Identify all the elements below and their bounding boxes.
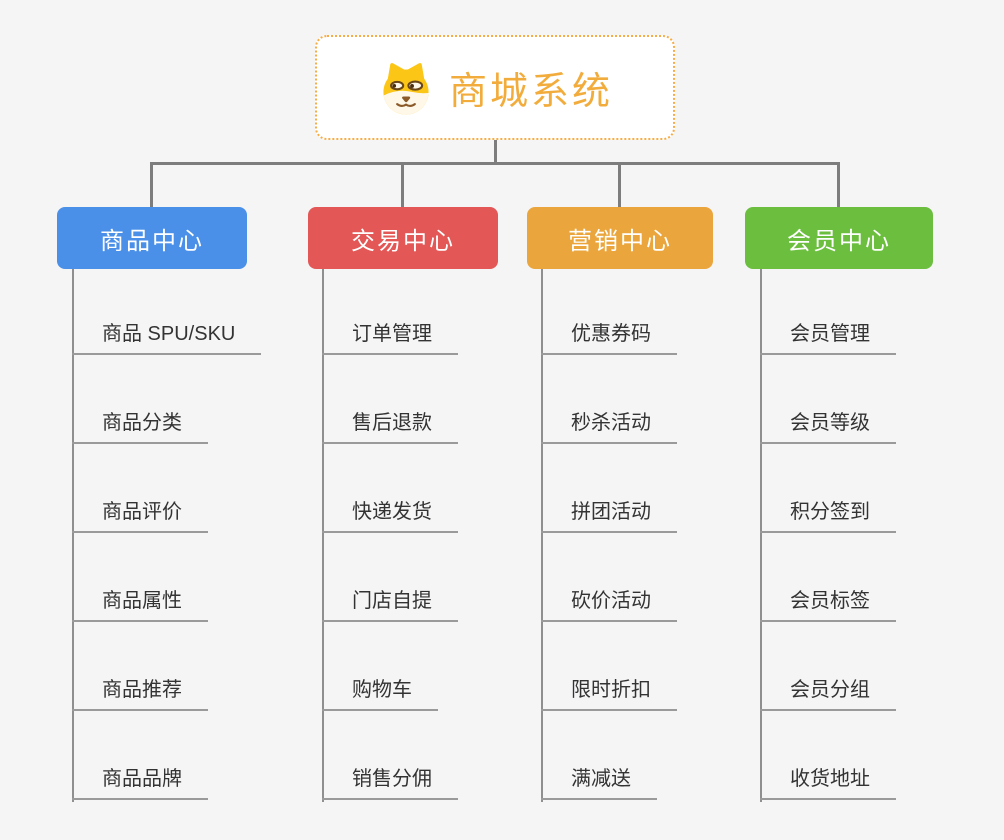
sub-topic[interactable]: 拼团活动 [541,487,677,533]
connector-horizontal [150,162,840,165]
sub-topic[interactable]: 优惠券码 [541,309,677,355]
sub-topic[interactable]: 商品 SPU/SKU [72,309,262,355]
root-node[interactable]: 商城系统 [315,35,675,140]
sub-topic[interactable]: 会员标签 [760,576,896,622]
sub-topic[interactable]: 售后退款 [322,398,458,444]
trunk-orders [322,268,324,802]
sub-topic[interactable]: 门店自提 [322,576,458,622]
sub-topic[interactable]: 积分签到 [760,487,896,533]
sub-topic[interactable]: 销售分佣 [322,754,458,800]
connector-root-stem [494,140,497,165]
sub-topic[interactable]: 会员等级 [760,398,896,444]
connector-drop-products [150,162,153,209]
branch-node-products[interactable]: 商品中心 [57,207,247,269]
connector-drop-marketing [618,162,621,209]
trunk-products [72,268,74,802]
doge-icon [377,58,435,118]
sub-topic[interactable]: 会员分组 [760,665,896,711]
branch-node-orders[interactable]: 交易中心 [308,207,498,269]
trunk-marketing [541,268,543,802]
sub-topic[interactable]: 砍价活动 [541,576,677,622]
sub-topic[interactable]: 订单管理 [322,309,458,355]
branch-node-members[interactable]: 会员中心 [745,207,933,269]
sub-topic[interactable]: 收货地址 [760,754,896,800]
sub-topic[interactable]: 限时折扣 [541,665,677,711]
connector-drop-orders [401,162,404,209]
sub-topic[interactable]: 商品推荐 [72,665,208,711]
branch-node-marketing[interactable]: 营销中心 [527,207,713,269]
trunk-members [760,268,762,802]
sub-topic[interactable]: 商品评价 [72,487,208,533]
sub-topic[interactable]: 秒杀活动 [541,398,677,444]
sub-topic[interactable]: 快递发货 [322,487,458,533]
sub-topic[interactable]: 购物车 [322,665,438,711]
sub-topic[interactable]: 商品属性 [72,576,208,622]
sub-topic[interactable]: 满减送 [541,754,657,800]
sub-topic[interactable]: 商品品牌 [72,754,208,800]
root-title: 商城系统 [448,71,613,113]
sub-topic[interactable]: 商品分类 [72,398,208,444]
connector-drop-members [837,162,840,209]
sub-topic[interactable]: 会员管理 [760,309,896,355]
